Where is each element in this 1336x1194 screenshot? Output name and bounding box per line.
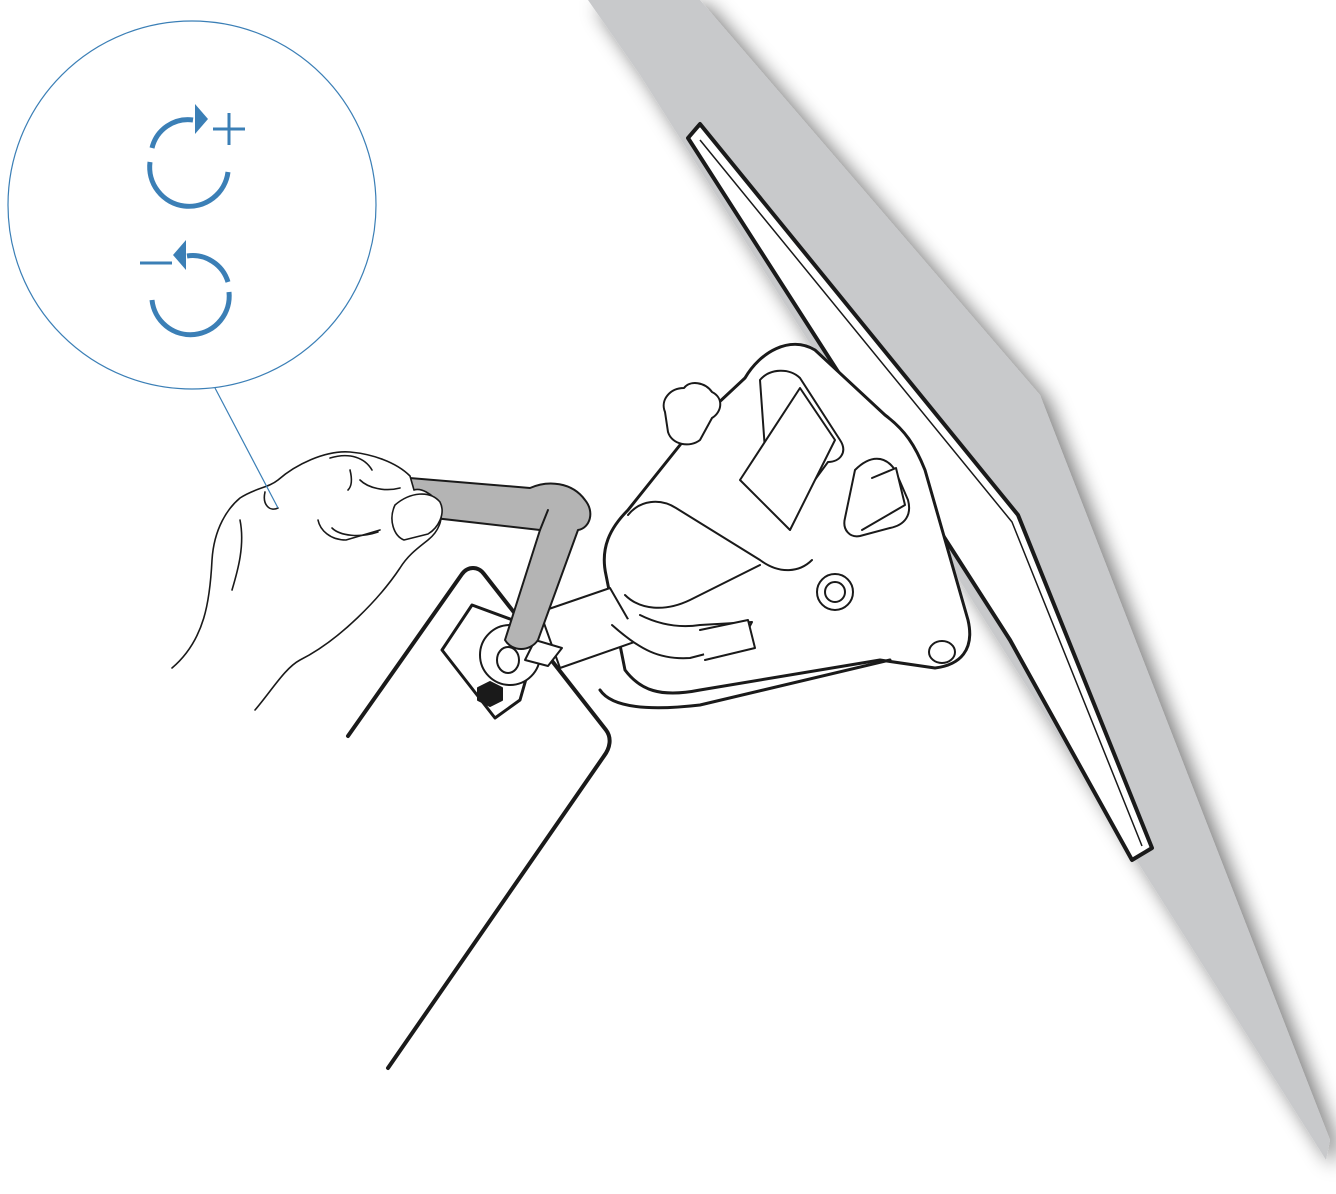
hand-illustration — [172, 452, 442, 710]
hex-nut — [478, 682, 502, 706]
callout-leader — [215, 388, 278, 508]
